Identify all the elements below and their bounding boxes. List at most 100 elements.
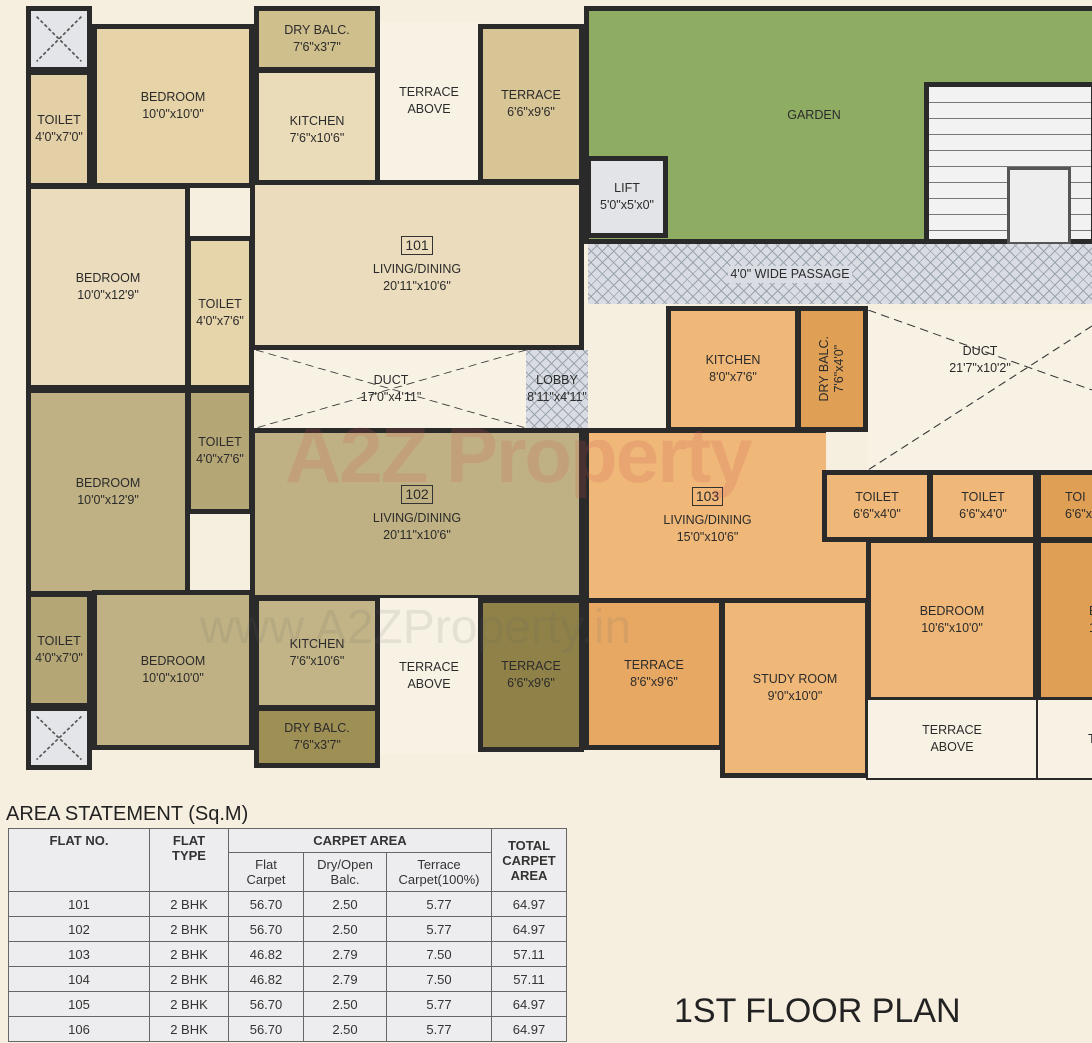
col-flat-type: FLAT TYPE	[149, 828, 229, 892]
room-dim: 6'6"x	[1065, 507, 1092, 521]
table-cell: 2.50	[303, 891, 387, 917]
room-label: KITCHEN	[705, 353, 761, 367]
room-dim: 10'0"x10'0"	[142, 671, 204, 685]
room-label: TOILET	[198, 435, 242, 449]
area-statement-table: FLAT NO. FLAT TYPE CARPET AREA TOTAL CAR…	[8, 828, 567, 1042]
table-cell: 2.79	[303, 941, 387, 967]
table-cell: 2 BHK	[149, 916, 229, 942]
room-dim: 7'6"x10'6"	[289, 130, 345, 145]
table-cell: 56.70	[228, 891, 304, 917]
room-dim: 20'11"x10'6"	[383, 278, 451, 293]
table-cell: 56.70	[228, 916, 304, 942]
table-cell: 5.77	[386, 991, 492, 1017]
room-dim: ABOVE	[407, 677, 451, 691]
room-dry-balcony: DRY BALC.7'6"x4'0"	[796, 306, 868, 432]
room-label: TOILET	[37, 634, 81, 648]
room-dim: 15'0"x10'6"	[676, 529, 739, 544]
room-label: TERRACE	[922, 723, 982, 737]
room-dim: 4'0"x7'0"	[35, 651, 83, 665]
room-label: KITCHEN	[289, 637, 345, 651]
room-dry-balcony: DRY BALC.7'6"x3'7"	[254, 6, 380, 72]
room-label: DUCT	[962, 344, 998, 358]
shaft	[26, 6, 92, 72]
room-terrace-above: T	[1036, 698, 1092, 780]
table-cell: 106	[8, 1016, 150, 1042]
table-cell: 104	[8, 966, 150, 992]
table-cell: 64.97	[491, 916, 567, 942]
table-cell: 56.70	[228, 991, 304, 1017]
table-cell: 57.11	[491, 966, 567, 992]
living-extension	[826, 540, 870, 604]
room-dim: 6'6"x4'0"	[853, 507, 901, 521]
room-toilet: TOILET 6'6"x4'0"	[822, 470, 932, 542]
flat-number: 101	[401, 235, 433, 255]
table-cell: 102	[8, 916, 150, 942]
room-label: TERRACE	[501, 88, 561, 102]
room-dim: 5'0"x5'x0"	[600, 198, 654, 212]
staircase	[924, 82, 1092, 245]
room-label: DUCT	[373, 373, 409, 387]
room-kitchen: KITCHEN 7'6"x10'6"	[254, 68, 380, 186]
room-label: TOILET	[855, 490, 899, 504]
table-cell: 7.50	[386, 966, 492, 992]
room-label: DRY BALC.	[284, 721, 350, 735]
watermark: A2Z Property	[285, 411, 753, 499]
room-label: DRY BALC.	[284, 23, 350, 37]
room-dim: 7'6"x4'0"	[832, 345, 846, 393]
table-cell: 7.50	[386, 941, 492, 967]
room-label: LIVING/DINING	[372, 510, 462, 525]
room-dim: 21'7"x10'2"	[949, 361, 1011, 375]
room-label: KITCHEN	[289, 113, 345, 128]
watermark: www.A2ZProperty.in	[200, 601, 632, 654]
table-cell: 101	[8, 891, 150, 917]
room-dim: ABOVE	[930, 740, 974, 754]
room-dim: 10'0"x10'0"	[142, 107, 204, 121]
table-cell: 2.50	[303, 1016, 387, 1042]
table-cell: 2 BHK	[149, 966, 229, 992]
col-dry-open: Dry/Open Balc.	[303, 852, 387, 892]
passage: 4'0" WIDE PASSAGE	[588, 244, 1092, 304]
room-label: LIFT	[614, 181, 640, 195]
table-cell: 2.50	[303, 916, 387, 942]
lift: LIFT 5'0"x5'x0"	[586, 156, 668, 238]
table-cell: 5.77	[386, 1016, 492, 1042]
room-dim: 20'11"x10'6"	[383, 527, 451, 542]
room-dim: 9'0"x10'0"	[767, 689, 823, 703]
room-dim: 1	[1089, 620, 1092, 637]
room-label: T	[1088, 731, 1092, 746]
room-label: TOILET	[37, 113, 81, 127]
flat-number: 102	[401, 484, 433, 504]
col-flat-no: FLAT NO.	[8, 828, 150, 892]
duct: DUCT 21'7"x10'2"	[868, 310, 1092, 470]
room-dry-balcony: DRY BALC.7'6"x3'7"	[254, 706, 380, 768]
room-dim: 7'6"x10'6"	[289, 654, 345, 668]
shaft	[26, 706, 92, 770]
room-label: DRY BALC.	[817, 336, 831, 402]
room-dim: 6'6"x9'6"	[507, 105, 555, 119]
room-dim: 8'6"x9'6"	[630, 675, 678, 689]
table-cell: 2.79	[303, 966, 387, 992]
room-label: TERRACE	[501, 659, 561, 673]
room-dim: 10'0"x12'9"	[77, 288, 139, 302]
col-terrace: Terrace Carpet(100%)	[386, 852, 492, 892]
room-label: TOILET	[961, 490, 1005, 504]
room-dim: 10'0"x12'9"	[77, 493, 139, 507]
room-dim: 4'0"x7'6"	[196, 314, 244, 328]
room-label: BEDROOM	[140, 654, 206, 668]
room-label: B	[1089, 603, 1092, 620]
table-cell: 105	[8, 991, 150, 1017]
